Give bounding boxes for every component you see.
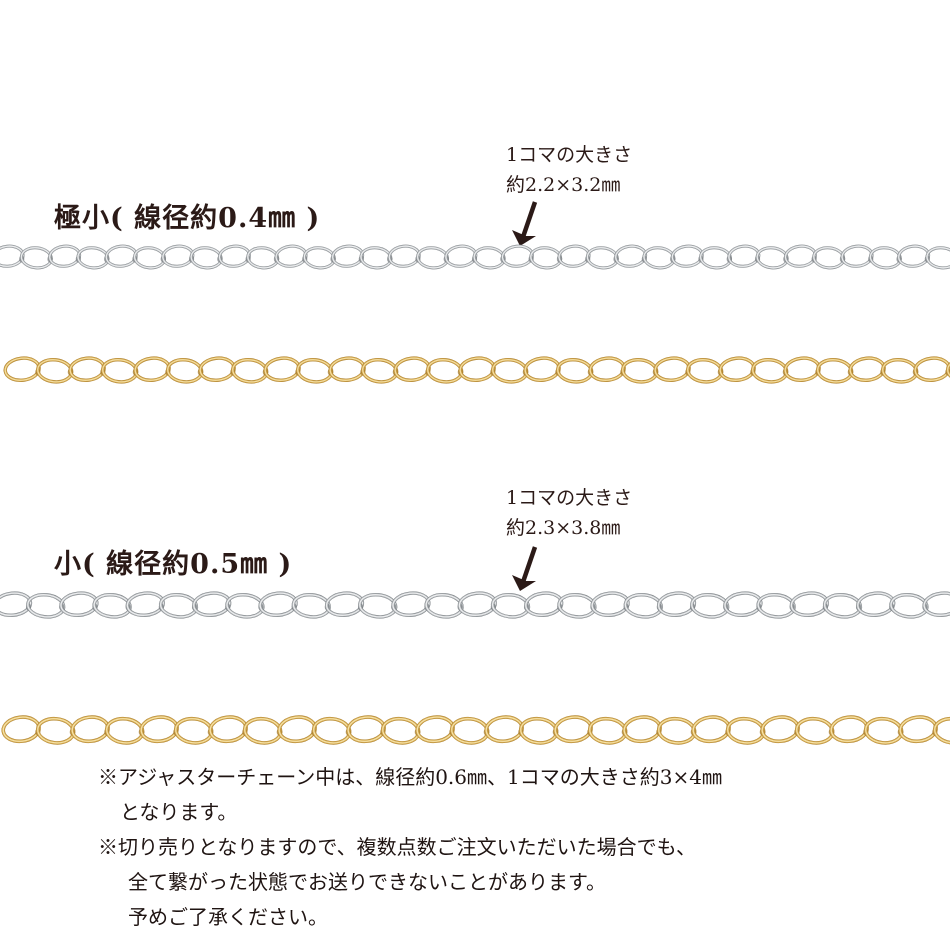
chain-gold-small xyxy=(0,710,950,750)
section-title: 極小( 線径約0.4㎜ ) xyxy=(54,203,321,234)
footnote-line: 全て繋がった状態でお送りできないことがあります。 xyxy=(128,870,606,894)
chain-gold-extra-small xyxy=(0,352,950,388)
footnote-line: ※切り売りとなりますので、複数点数ご注文いただいた場合でも、 xyxy=(98,835,696,859)
footnote-line: ※アジャスターチェーン中は、線径約0.6㎜、1コマの大きさ約3×4㎜ xyxy=(98,765,722,789)
footnote-line: 予めご了承ください。 xyxy=(128,905,328,929)
arrow-down-left-icon xyxy=(508,545,544,593)
link-size-label-line2: 約2.3×3.8㎜ xyxy=(506,517,621,539)
chain-silver-extra-small xyxy=(0,240,950,274)
chain-silver-small xyxy=(0,586,950,624)
link-size-label-line2: 約2.2×3.2㎜ xyxy=(506,174,621,196)
section-title: 小( 線径約0.5㎜ ) xyxy=(54,549,293,580)
link-size-label-line1: 1コマの大きさ xyxy=(506,144,633,166)
link-size-label: 1コマの大きさ 約2.3×3.8㎜ xyxy=(506,483,632,543)
link-size-label: 1コマの大きさ 約2.2×3.2㎜ xyxy=(506,140,632,200)
footnote-line: となります。 xyxy=(120,800,238,824)
footnotes: ※アジャスターチェーン中は、線径約0.6㎜、1コマの大きさ約3×4㎜ となります… xyxy=(98,760,722,935)
arrow-down-left-icon xyxy=(508,200,544,248)
link-size-label-line1: 1コマの大きさ xyxy=(506,487,633,509)
section-extra-small: 極小( 線径約0.4㎜ ) 1コマの大きさ 約2.2×3.2㎜ xyxy=(0,0,950,400)
section-small: 小( 線径約0.5㎜ ) 1コマの大きさ 約2.3×3.8㎜ xyxy=(0,483,950,750)
